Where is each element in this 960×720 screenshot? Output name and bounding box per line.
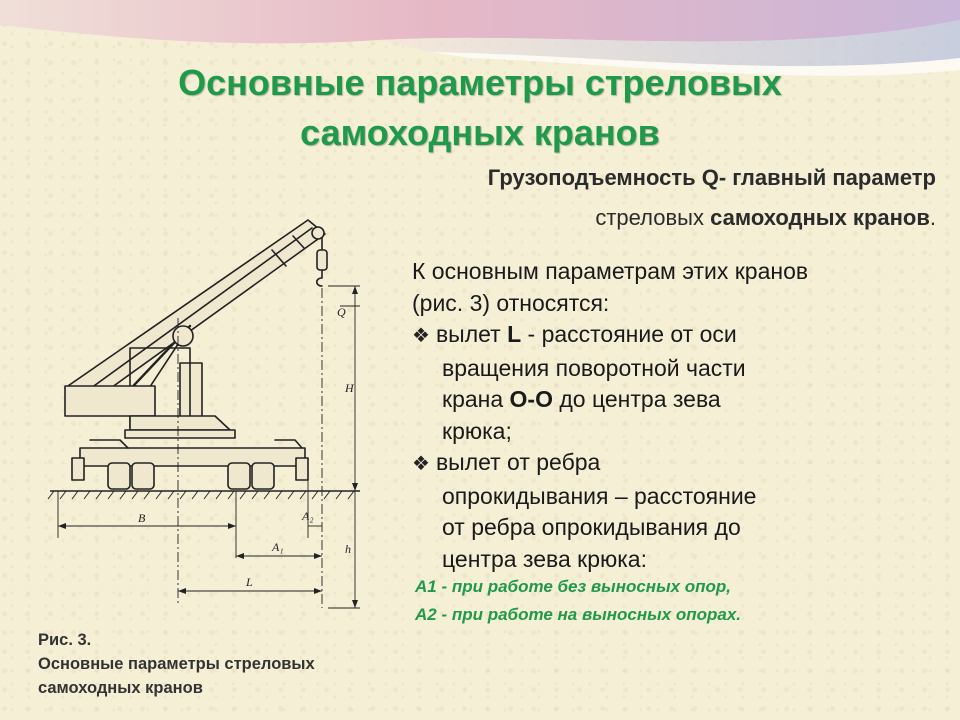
bullet-2: ❖вылет от ребра	[412, 447, 942, 481]
subtitle-regular: стреловых	[595, 205, 711, 230]
page-title: Основные параметры стреловых самоходных …	[0, 58, 960, 158]
bullet-1-post: - расстояние от оси	[521, 321, 737, 347]
figure-caption: Рис. 3. Основные параметры стреловых сам…	[38, 628, 315, 700]
bullet-2-line-4: центра зева крюка:	[442, 545, 647, 572]
bullet-1-line-4: крюка;	[442, 417, 512, 444]
bullet-icon: ❖	[412, 325, 430, 347]
subtitle-bold: самоходных кранов	[710, 205, 930, 230]
dim-label-b: B	[138, 511, 146, 525]
subtitle-crane-type: стреловых самоходных кранов.	[595, 205, 936, 231]
caption-fig-number: Рис. 3.	[38, 631, 92, 649]
note-a1: А1 - при работе без выносных опор,	[415, 577, 732, 596]
title-line-1: Основные параметры стреловых	[178, 62, 782, 103]
caption-line-3: самоходных кранов	[38, 679, 203, 697]
bullet-1-line-3: крана О-О до центра зева	[412, 384, 942, 416]
intro-line-1: К основным параметрам этих кранов	[412, 258, 809, 284]
dim-label-l: L	[245, 575, 253, 589]
axis-oo-label: О-О	[509, 386, 553, 412]
subtitle-period: .	[929, 205, 936, 230]
bullet-1-line-3-post: до центра зева	[552, 386, 721, 412]
dim-label-q: Q	[337, 305, 346, 319]
bullet-1-line-3-pre: крана	[442, 386, 510, 412]
dim-label-a1: A₁	[271, 540, 284, 554]
bullet-2-line-3: от ребра опрокидывания до	[442, 514, 741, 540]
subtitle-main-parameter: Грузоподъемность Q- главный параметр	[487, 165, 936, 190]
caption-line-2: Основные параметры стреловых	[38, 655, 315, 673]
body-text: К основным параметрам этих кранов (рис. …	[412, 256, 942, 575]
bullet-icon: ❖	[412, 453, 430, 475]
dim-label-h-lower: h	[345, 542, 351, 556]
dim-label-a2: A₂	[301, 509, 314, 523]
title-line-2: самоходных кранов	[300, 112, 660, 153]
dim-label-h-upper: H	[344, 381, 355, 395]
decorative-wave	[0, 0, 960, 76]
intro-line-2: (рис. 3) относятся:	[412, 289, 610, 316]
bullet-2-line-1: вылет от ребра	[435, 449, 601, 475]
note-a2: А2 - при работе на выносных опорах.	[415, 605, 742, 624]
bullet-1-bold: L	[507, 321, 522, 347]
crane-diagram: B A₂ A₁ L Q H h	[47, 219, 360, 609]
bullet-1: ❖вылет L - расстояние от оси	[412, 319, 942, 353]
bullet-2-line-2: опрокидывания – расстояние	[442, 482, 757, 509]
bullet-1-line-2: вращения поворотной части	[442, 354, 746, 381]
bullet-1-pre: вылет	[435, 321, 508, 347]
